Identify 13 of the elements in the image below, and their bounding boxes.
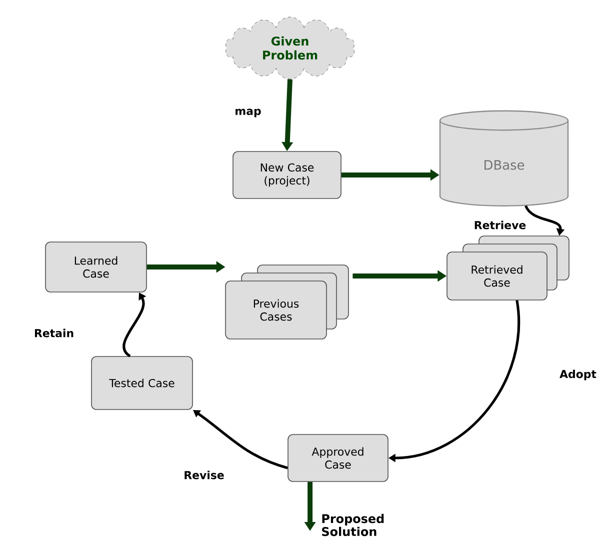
process-box: Approved Case bbox=[288, 434, 388, 482]
stacked-case-box: Previous Cases bbox=[225, 264, 349, 340]
edge-label: Retain bbox=[34, 328, 74, 338]
database-cylinder: DBase bbox=[439, 110, 569, 206]
edge-label: Revise bbox=[184, 470, 224, 480]
stacked-case-box: Retrieved Case bbox=[446, 236, 570, 300]
edge-label: Retrieve bbox=[474, 220, 526, 230]
output-text: Proposed Solution bbox=[322, 514, 384, 536]
process-box: Learned Case bbox=[45, 242, 147, 292]
process-box: Tested Case bbox=[91, 356, 193, 410]
edge-label: Adopt bbox=[560, 370, 596, 380]
process-box: New Case (project) bbox=[232, 151, 342, 199]
edge-label: map bbox=[236, 108, 261, 118]
